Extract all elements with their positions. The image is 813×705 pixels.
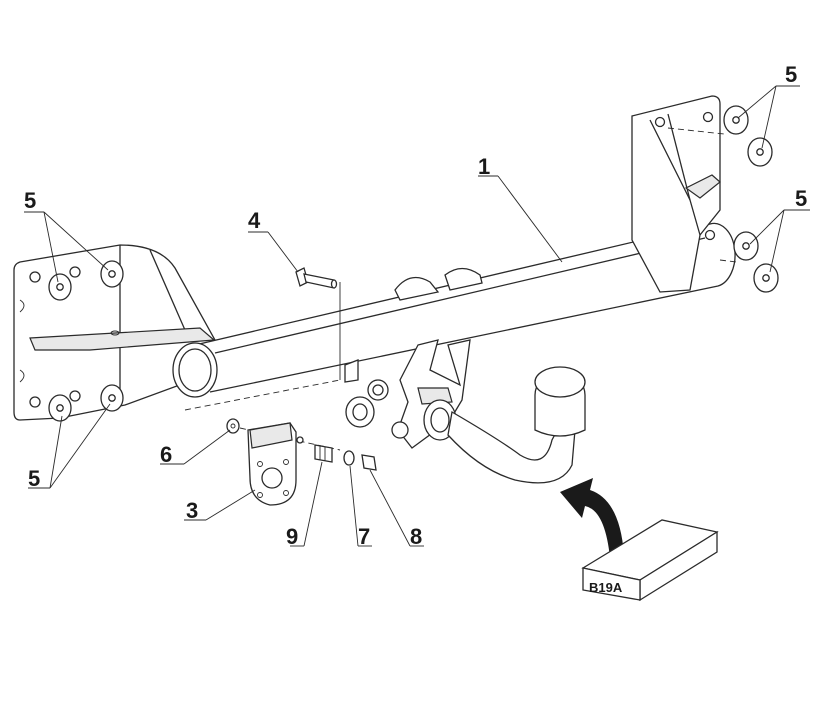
electric-socket-plate <box>247 422 304 506</box>
leader-lines <box>24 85 810 547</box>
left-washers <box>48 260 124 422</box>
tow-neck-bracket <box>344 339 471 449</box>
callout-5-top-left: 5 <box>24 188 36 213</box>
callout-9: 9 <box>286 524 298 549</box>
callout-4: 4 <box>248 208 261 233</box>
bolt-part-4 <box>295 267 338 289</box>
callout-1: 1 <box>478 154 490 179</box>
washer-6 <box>226 418 240 434</box>
nut-8 <box>361 454 377 471</box>
right-washers <box>723 105 779 293</box>
box-label: B19A <box>589 580 623 595</box>
spring-washer-9 <box>314 444 333 463</box>
tow-ball-assembly <box>423 366 586 484</box>
callout-8: 8 <box>410 524 422 549</box>
washer-7 <box>343 450 355 466</box>
callout-7: 7 <box>358 524 370 549</box>
small-hardware <box>226 418 377 471</box>
callout-3: 3 <box>186 498 198 523</box>
reference-box: B19A <box>581 519 719 602</box>
callout-5-top-right: 5 <box>785 62 797 87</box>
callout-numbers: 1 5 5 5 5 4 6 3 9 7 8 <box>24 62 807 549</box>
curved-arrow <box>560 478 624 558</box>
callout-6: 6 <box>160 442 172 467</box>
callout-5-bottom-left: 5 <box>28 466 40 491</box>
callout-5-mid-right: 5 <box>795 186 807 211</box>
right-mounting-bracket <box>631 95 721 293</box>
